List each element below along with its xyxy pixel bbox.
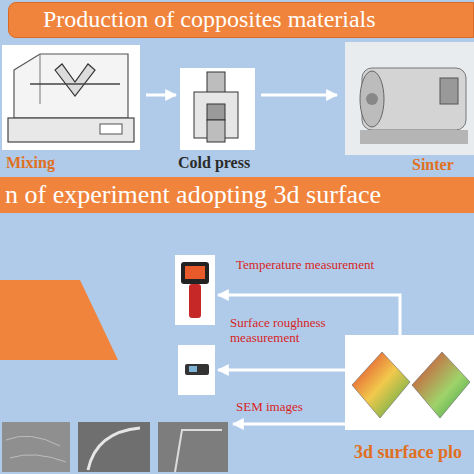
sem-texture (6, 436, 66, 462)
node-label: Sinter (412, 156, 454, 174)
process-image: Mixing (2, 45, 140, 150)
node-label: n of experiment adopting 3d surface (5, 180, 381, 210)
furnace-door (360, 71, 384, 127)
mixer-edge (40, 54, 41, 104)
flow-arrow (218, 369, 345, 372)
node-label: Surface roughness measurement (230, 316, 350, 346)
lower-punch (207, 120, 225, 142)
flow-arrow (233, 423, 345, 426)
sem-image (78, 422, 150, 472)
furnace-port (366, 93, 378, 105)
process-image: Cold press (180, 68, 255, 150)
node-label: Mixing (6, 154, 55, 172)
upper-punch (207, 72, 225, 94)
furnace-stand (360, 130, 468, 144)
flow-arrow (261, 94, 337, 97)
mixer-base (8, 118, 134, 142)
camera-head (181, 262, 209, 284)
plot-frame (345, 335, 474, 430)
measurement-image: Temperature measurement (175, 255, 215, 325)
sem-image (158, 422, 228, 472)
sem-texture (175, 430, 222, 472)
mixer-panel (100, 124, 122, 134)
mixer-frame (2, 45, 140, 150)
sem-image-strip: SEM images (0, 420, 230, 472)
camera-frame (175, 255, 215, 325)
mixer-shaft (30, 83, 120, 85)
node-label: Cold press (178, 154, 250, 172)
sem-texture (88, 428, 140, 470)
flow-arrow (146, 94, 176, 97)
node-label: Temperature measurement (236, 258, 374, 273)
process-image: Sinter (345, 42, 474, 155)
orange-trapezoid (0, 280, 118, 360)
section-banner: n of experiment adopting 3d surface (0, 177, 474, 213)
node-label: SEM images (236, 400, 303, 415)
tester-display (189, 366, 197, 372)
tester-body (185, 364, 209, 375)
surface-plot (412, 352, 470, 418)
furnace-panel (440, 78, 458, 104)
camera-handle (189, 284, 201, 318)
press-frame (180, 68, 255, 150)
powder (207, 104, 225, 120)
tester-frame (178, 345, 215, 395)
furnace-frame (345, 42, 474, 155)
surface-plot (352, 352, 410, 418)
title-banner: Production of copposites materials (8, 2, 474, 38)
mixer-enclosure (14, 54, 128, 118)
node-label: Production of copposites materials (43, 6, 376, 34)
v-mixer (55, 64, 95, 96)
surface-plot-image: 3d surface plo (345, 335, 474, 430)
camera-screen (185, 266, 205, 279)
measurement-image: Surface roughness measurement (178, 345, 215, 395)
sem-image (2, 422, 70, 472)
node-label: 3d surface plo (354, 442, 462, 463)
